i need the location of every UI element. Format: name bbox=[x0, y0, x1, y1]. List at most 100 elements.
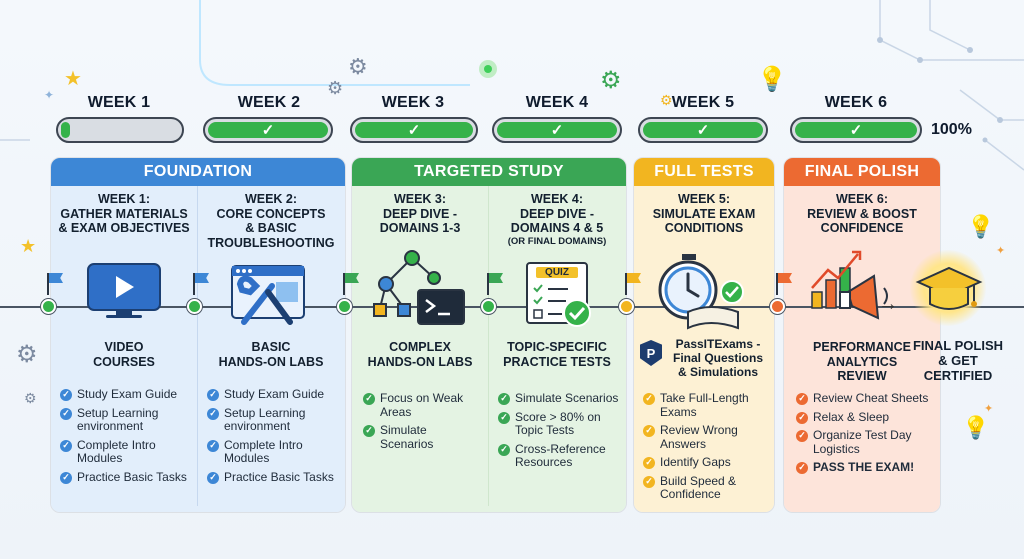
check-bullet-icon: ✓ bbox=[498, 393, 510, 405]
column-divider bbox=[197, 186, 198, 506]
check-bullet-icon: ✓ bbox=[643, 475, 655, 488]
week-label: WEEK 5 bbox=[671, 94, 735, 111]
task-item: ✓Study Exam Guide bbox=[60, 387, 196, 402]
quiz-checklist-icon: QUIZ bbox=[526, 262, 588, 324]
flag-icon bbox=[776, 273, 778, 295]
task-item: ✓Setup Learning environment bbox=[60, 406, 196, 434]
task-item: ✓Cross-Reference Resources bbox=[498, 442, 622, 470]
timeline-node bbox=[481, 299, 496, 314]
phase-foundation: FOUNDATION bbox=[50, 157, 346, 513]
week-label: WEEK 6 bbox=[824, 94, 888, 111]
task-text: Identify Gaps bbox=[660, 455, 731, 469]
video-play-icon bbox=[87, 263, 161, 318]
wrench-browser-icon bbox=[231, 265, 305, 325]
week-label: WEEK 3 bbox=[381, 94, 445, 111]
phase-header: FINAL POLISH bbox=[784, 158, 940, 186]
progress-bar-week-5: ✓ bbox=[638, 117, 768, 143]
timeline-node bbox=[337, 299, 352, 314]
task-item: ✓ Score > 80% on Topic Tests bbox=[498, 409, 622, 438]
sparkle-icon: ✦ bbox=[996, 245, 1006, 257]
task-item: ✓ Review Cheat Sheets bbox=[796, 391, 940, 406]
arrow-right-icon: → bbox=[878, 293, 898, 315]
week-label: WEEK 1 bbox=[87, 94, 151, 111]
task-text: Study Exam Guide bbox=[224, 387, 325, 401]
stopwatch-book-icon bbox=[658, 254, 744, 330]
task-item: ✓PASS THE EXAM! bbox=[796, 460, 940, 475]
phase-targeted-study: TARGETED STUDY bbox=[351, 157, 627, 513]
task-item: ✓Build Speed & Confidence bbox=[643, 474, 773, 502]
phase-header: TARGETED STUDY bbox=[352, 158, 626, 186]
task-item: ✓Simulate Scenarios bbox=[363, 423, 483, 451]
progress-fill: ✓ bbox=[795, 122, 917, 139]
check-bullet-icon: ✓ bbox=[498, 443, 510, 456]
flag-icon bbox=[343, 273, 345, 295]
progress-fill bbox=[61, 122, 71, 138]
task-item: ✓Setup Learning environment bbox=[207, 405, 341, 434]
check-bullet-icon: ✓ bbox=[207, 439, 219, 452]
check-bullet-icon: ✓ bbox=[498, 411, 510, 424]
timeline-node bbox=[619, 299, 634, 314]
lightbulb-icon: 💡 bbox=[962, 415, 990, 440]
check-bullet-icon: ✓ bbox=[363, 393, 375, 405]
week-label: WEEK 4 bbox=[525, 94, 589, 111]
check-bullet-icon: ✓ bbox=[643, 393, 655, 405]
analytics-megaphone-icon bbox=[811, 250, 888, 320]
check-bullet-icon: ✓ bbox=[207, 471, 219, 484]
task-item: ✓ Complete Intro Modules bbox=[207, 437, 341, 466]
phase-final-polish: FINAL POLISH bbox=[783, 157, 941, 513]
check-circle-icon bbox=[563, 299, 591, 327]
task-text: Practice Basic Tasks bbox=[77, 469, 187, 484]
task-text: Relax & Sleep bbox=[813, 409, 890, 424]
lightbulb-icon: 💡 bbox=[757, 66, 787, 93]
column-subtitle-week-4: TOPIC-SPECIFIC PRACTICE TESTS bbox=[503, 340, 611, 369]
task-item: ✓Simulate Scenarios bbox=[498, 391, 622, 406]
task-item: ✓ Take Full-Length Exams bbox=[643, 391, 773, 419]
task-text: Review Cheat Sheets bbox=[813, 391, 929, 405]
check-bullet-icon: ✓ bbox=[207, 389, 219, 401]
task-item: ✓Organize Test Day Logistics bbox=[796, 428, 940, 456]
column-title-week-1: WEEK 1: GATHER MATERIALS & EXAM OBJECTIV… bbox=[58, 192, 190, 235]
star-icon: ★ bbox=[64, 68, 82, 90]
task-text: Complete Intro Modules bbox=[77, 437, 156, 465]
column-subtitle-week-6: PERFORMANCE ANALYTICS REVIEW bbox=[813, 340, 911, 383]
progress-bar-week-2: ✓ bbox=[203, 117, 333, 143]
column-divider bbox=[488, 186, 489, 506]
progress-bar-week-4: ✓ bbox=[492, 117, 622, 143]
check-bullet-icon: ✓ bbox=[796, 411, 808, 424]
lightbulb-icon: 💡 bbox=[967, 214, 995, 239]
task-text: Study Exam Guide bbox=[77, 387, 178, 401]
check-bullet-icon: ✓ bbox=[60, 407, 72, 420]
task-text: Setup Learning environment bbox=[224, 405, 306, 433]
flag-icon bbox=[193, 273, 195, 295]
network-terminal-icon bbox=[373, 250, 465, 325]
star-icon: ★ bbox=[20, 236, 37, 256]
task-text: Practice Basic Tasks bbox=[224, 469, 334, 484]
column-title-week-5: WEEK 5: SIMULATE EXAM CONDITIONS bbox=[652, 192, 756, 235]
task-text: Complete Intro Modules bbox=[224, 437, 303, 465]
logo-letter: P bbox=[646, 345, 656, 361]
task-text: Score > 80% on Topic Tests bbox=[515, 409, 601, 437]
task-item: ✓Complete Intro Modules bbox=[60, 437, 196, 466]
task-list-week-3: ✓Focus on Weak Areas ✓Simulate Scenarios bbox=[363, 391, 483, 456]
flag-icon bbox=[625, 273, 627, 295]
check-bullet-icon: ✓ bbox=[796, 462, 808, 474]
check-bullet-icon: ✓ bbox=[643, 425, 655, 437]
week-label: WEEK 2 bbox=[237, 94, 301, 111]
progress-bar-week-6: ✓ bbox=[790, 117, 922, 143]
check-bullet-icon: ✓ bbox=[796, 393, 808, 405]
task-text: Organize Test Day Logistics bbox=[813, 428, 912, 456]
check-bullet-icon: ✓ bbox=[643, 457, 655, 469]
column-title-week-2: WEEK 2: CORE CONCEPTS & BASIC TROUBLESHO… bbox=[207, 192, 335, 250]
check-bullet-icon: ✓ bbox=[60, 471, 72, 484]
task-item: ✓Focus on Weak Areas bbox=[363, 391, 483, 419]
phase-header: FULL TESTS bbox=[634, 158, 774, 186]
task-text: Take Full-Length Exams bbox=[660, 391, 749, 419]
task-text: Review Wrong Answers bbox=[660, 423, 738, 451]
gear-icon: ⚙ bbox=[24, 390, 37, 406]
gear-icon: ⚙ bbox=[348, 54, 368, 79]
column-subtitle-week-5: PassITExams - Final Questions & Simulati… bbox=[672, 337, 763, 379]
timeline-node bbox=[770, 299, 785, 314]
progress-bar-week-1 bbox=[56, 117, 184, 143]
passitexams-logo: P bbox=[640, 340, 662, 366]
progress-bar-week-3: ✓ bbox=[350, 117, 478, 143]
